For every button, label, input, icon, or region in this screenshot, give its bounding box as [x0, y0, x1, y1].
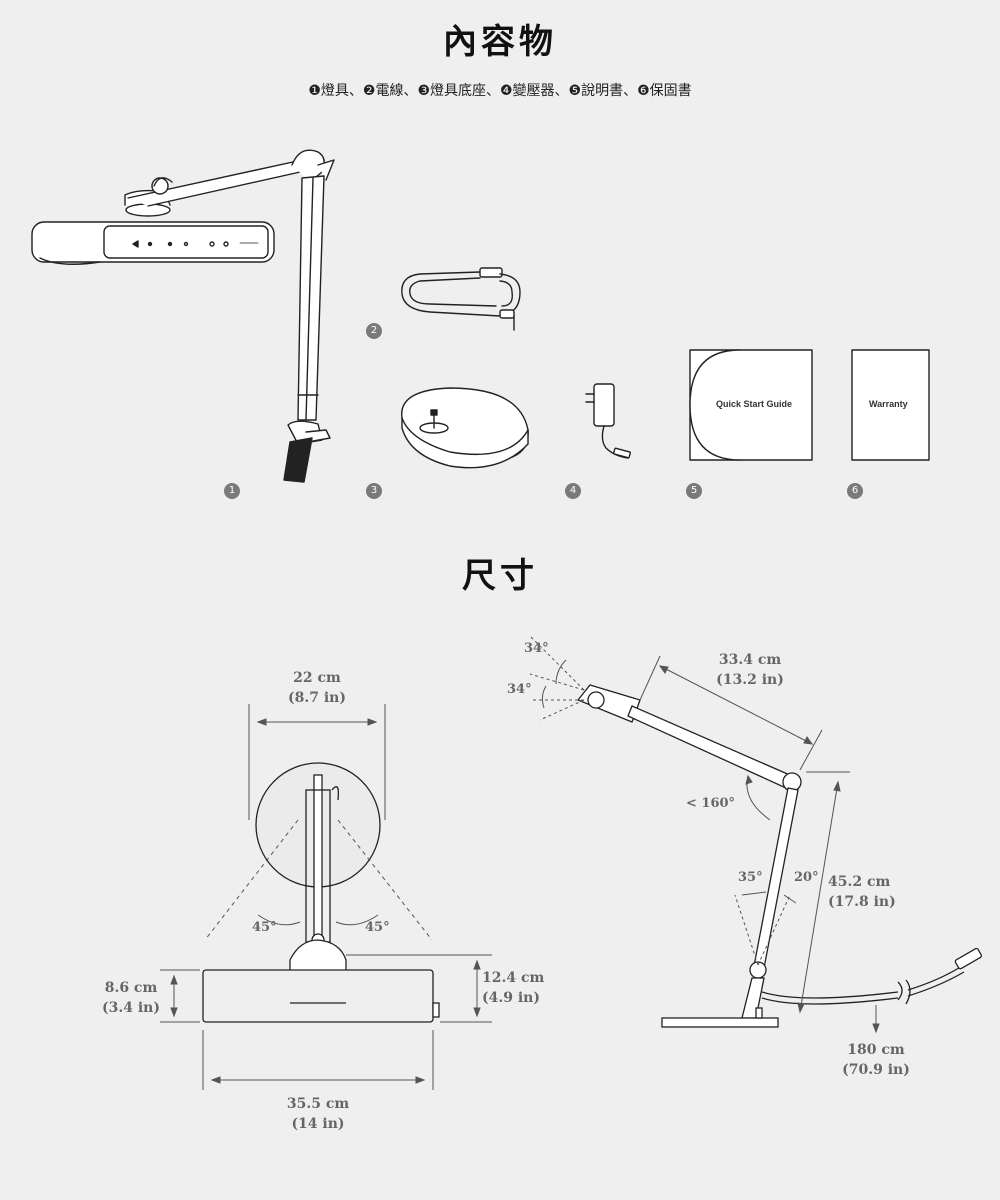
quick-start-guide-label: Quick Start Guide	[716, 399, 793, 409]
pole-angle-forward: 20°	[794, 870, 819, 885]
contents-list: ❶燈具、❷電線、❸燈具底座、❹變壓器、❺說明書、❻保固書	[308, 83, 692, 99]
cable-illustration	[401, 267, 521, 331]
quick-start-guide-illustration	[689, 349, 813, 461]
adapter-illustration	[585, 383, 631, 459]
arm-length-label: 33.4 cm (13.2 in)	[700, 650, 800, 690]
cord-length-label: 180 cm (70.9 in)	[828, 1040, 924, 1080]
base-height-label: 8.6 cm (3.4 in)	[96, 978, 166, 1018]
arm-length-in: (13.2 in)	[716, 672, 784, 688]
item-badge-4: 4	[565, 483, 581, 499]
width-in: (8.7 in)	[288, 690, 346, 706]
pole-angle-back: 35°	[738, 870, 763, 885]
side-view-dimension-lines	[529, 635, 880, 1034]
base-illustration	[401, 387, 529, 469]
dimensions-title: 尺寸	[462, 556, 538, 596]
item-badge-6: 6	[847, 483, 863, 499]
cord-length-in: (70.9 in)	[842, 1062, 910, 1078]
item-badge-1: 1	[224, 483, 240, 499]
cord-length-cm: 180 cm	[847, 1042, 905, 1058]
pole-length-label: 45.2 cm (17.8 in)	[828, 872, 896, 912]
warranty-label: Warranty	[869, 399, 908, 409]
base-height-cm: 8.6 cm	[104, 980, 158, 996]
contents-title: 內容物	[443, 22, 557, 62]
item-badge-2: 2	[366, 323, 382, 339]
warranty-illustration	[851, 349, 930, 461]
base-width-in: (14 in)	[291, 1116, 345, 1132]
base-width-cm: 35.5 cm	[286, 1096, 350, 1112]
tilt-down-angle: 34°	[507, 682, 532, 697]
item-badge-5: 5	[686, 483, 702, 499]
holder-height-cm: 12.4 cm	[482, 970, 545, 986]
width-label: 22 cm (8.7 in)	[267, 668, 367, 708]
holder-height-in: (4.9 in)	[482, 990, 540, 1006]
holder-height-label: 12.4 cm (4.9 in)	[482, 968, 544, 1008]
width-cm: 22 cm	[293, 670, 341, 686]
tilt-up-angle: 34°	[524, 641, 549, 656]
pole-length-in: (17.8 in)	[828, 894, 896, 910]
side-view-drawing	[576, 684, 983, 1028]
pole-length-cm: 45.2 cm	[828, 874, 891, 890]
base-height-in: (3.4 in)	[102, 1000, 160, 1016]
front-view-drawing	[202, 762, 440, 1023]
item-badge-3: 3	[366, 483, 382, 499]
beam-angle-right: 45°	[365, 920, 390, 935]
front-view-dimension-lines	[160, 704, 492, 1090]
base-width-label: 35.5 cm (14 in)	[268, 1094, 368, 1134]
arm-length-cm: 33.4 cm	[718, 652, 782, 668]
lamp-illustration	[31, 149, 335, 483]
elbow-angle: < 160°	[686, 796, 736, 811]
beam-angle-left: 45°	[252, 920, 277, 935]
